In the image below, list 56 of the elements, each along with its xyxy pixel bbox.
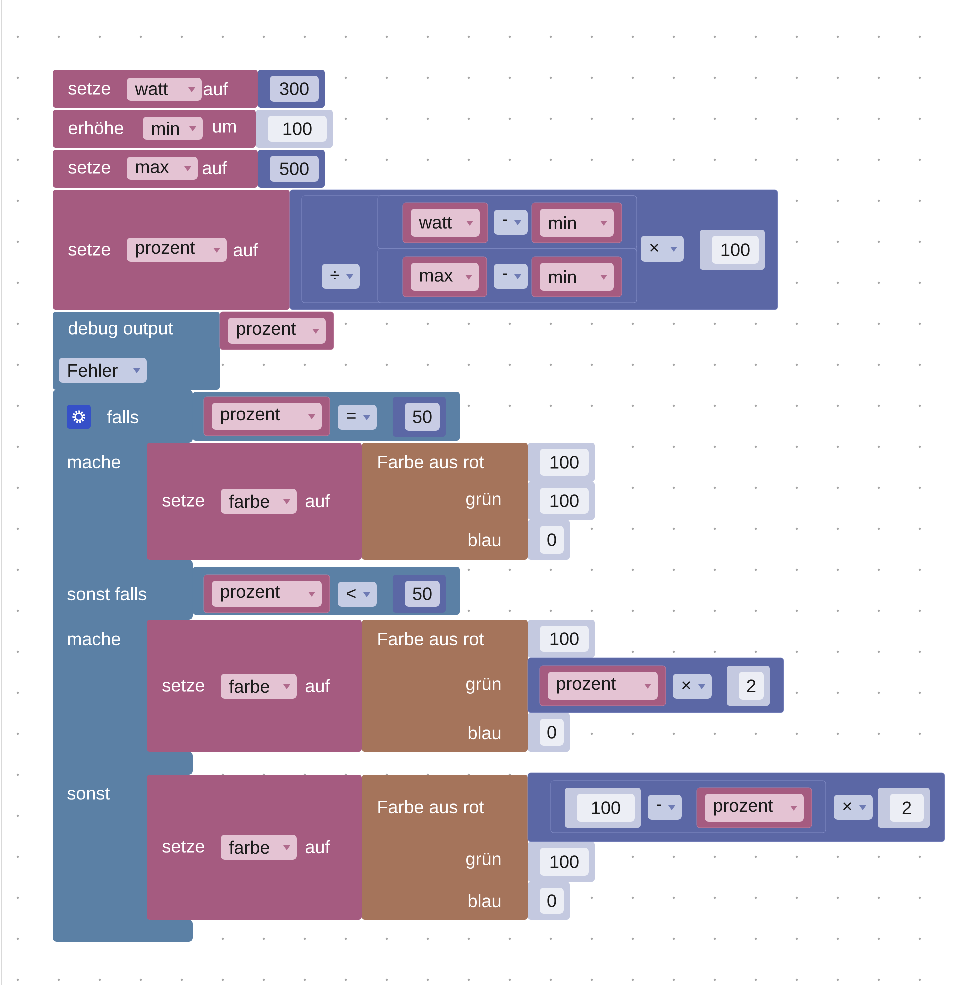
dropdown-field: - <box>494 210 528 235</box>
number-block: 0 <box>528 713 570 752</box>
number-block: 100 <box>700 230 765 270</box>
dropdown-field: min <box>143 117 203 140</box>
node-label: sonst <box>68 788 110 800</box>
variable-block: prozent <box>220 312 334 350</box>
colour-block: Farbe aus rot grün blau <box>362 620 528 752</box>
dropdown-field: < <box>338 582 377 607</box>
variable-block: min <box>532 202 622 244</box>
dropdown-field: farbe <box>221 835 297 860</box>
node-label: mache <box>68 455 120 469</box>
dropdown-field: × <box>834 795 873 820</box>
dropdown-field: × <box>673 674 712 699</box>
node-label: 100 <box>550 494 579 508</box>
node-label: 100 <box>550 856 579 868</box>
number-block: 50 <box>393 397 446 437</box>
variable-block: prozent <box>540 666 666 706</box>
dropdown-field: × <box>641 236 684 262</box>
dropdown-field: Fehler <box>59 358 147 383</box>
dropdown-field: - <box>494 264 528 289</box>
colour-block: Farbe aus rot grün blau <box>362 443 528 560</box>
number-block: 100 <box>528 842 595 882</box>
variable-block: prozent <box>204 574 330 614</box>
number-block: 100 <box>528 443 595 482</box>
dropdown-field: farbe <box>221 674 297 699</box>
number-block: 100 <box>528 620 595 658</box>
variable-block: max <box>402 256 488 298</box>
number-block: 0 <box>528 882 570 920</box>
node-label: 100 <box>550 456 579 469</box>
variable-block: prozent <box>696 788 812 828</box>
number-block: 50 <box>393 575 446 613</box>
dropdown-field: prozent <box>127 238 227 262</box>
dropdown-field: farbe <box>221 489 297 514</box>
variable-block: prozent <box>204 396 330 436</box>
number-block: 2 <box>878 788 930 828</box>
node-label: debug output <box>68 322 174 338</box>
colour-block: Farbe aus rot grün blau <box>362 775 528 920</box>
node-label: 0 <box>548 894 556 908</box>
dropdown-field: ÷ <box>322 264 360 289</box>
variable-block: min <box>532 256 622 298</box>
variable-block: watt <box>402 202 488 244</box>
number-block: 100 <box>528 482 595 520</box>
node-label: sonst falls <box>68 587 147 601</box>
number-block: 2 <box>727 666 770 706</box>
dropdown-field: - <box>648 795 682 820</box>
dropdown-field: max <box>127 157 198 180</box>
number-block: 500 <box>258 150 325 188</box>
node-label: falls <box>107 410 139 424</box>
number-block: 100 <box>565 788 641 828</box>
node-label: 0 <box>548 534 556 546</box>
node-label: mache <box>68 632 120 646</box>
number-block: 0 <box>528 520 570 560</box>
number-block: 300 <box>258 70 325 108</box>
dropdown-field: watt <box>127 78 202 101</box>
number-block: 100 <box>256 110 333 148</box>
dropdown-field: = <box>338 405 377 430</box>
